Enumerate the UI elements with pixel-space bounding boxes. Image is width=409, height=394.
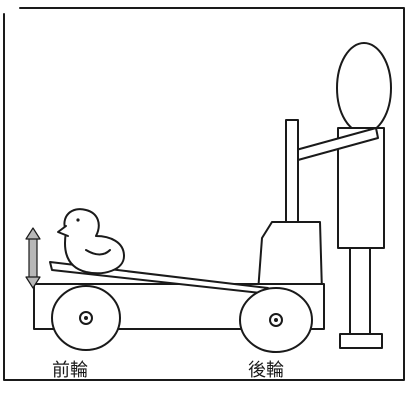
person-head bbox=[336, 42, 392, 134]
rear-wheel-label: 後輪 bbox=[248, 360, 284, 381]
chick-icon bbox=[57, 208, 125, 275]
double-arrow-icon bbox=[25, 227, 41, 289]
frame-border bbox=[3, 7, 405, 381]
front-wheel-label: 前輪 bbox=[52, 360, 88, 381]
control-box bbox=[257, 221, 323, 293]
handle-pole bbox=[285, 119, 299, 229]
front-wheel bbox=[51, 285, 121, 351]
person-leg bbox=[349, 247, 371, 339]
person-foot bbox=[339, 333, 383, 349]
rear-wheel bbox=[239, 287, 313, 353]
